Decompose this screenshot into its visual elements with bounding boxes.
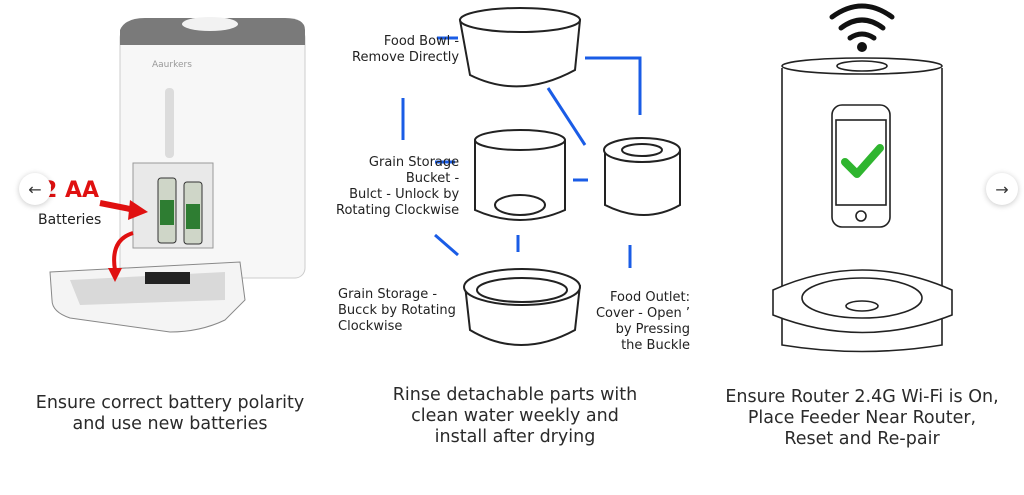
bowl-inner [801, 277, 923, 319]
label-line: Rotating Clockwise [336, 203, 460, 218]
label-line: Remove Directly [352, 50, 460, 65]
battery-2-label [186, 204, 200, 229]
tray-contacts [145, 272, 190, 284]
arrow-right-icon: → [995, 179, 1009, 199]
label-grain-bucket: Grain Storage Bucket - Bulct - Unlock by… [336, 155, 459, 219]
feeder-top-button [836, 60, 888, 72]
check-icon [841, 144, 884, 178]
label-line: Clockwise [338, 319, 403, 334]
battery-label: Batteries [38, 212, 102, 228]
caption-line: Ensure correct battery polarity [35, 393, 305, 413]
outlet-cover-hole [621, 143, 663, 157]
label-line: Grain Storage [368, 155, 460, 170]
label-line: Bulct - Unlock by [349, 187, 460, 202]
feeder-battery-illustration [49, 17, 306, 333]
label-line: Grain Storage - [338, 287, 438, 302]
battery-1-label [160, 200, 174, 225]
panel-wifi: Ensure Router 2.4G Wi-Fi is On, Place Fe… [700, 0, 1024, 495]
arrow-icon [585, 56, 642, 115]
label-line: Bucket - [405, 171, 460, 186]
flow-arrows [401, 36, 642, 268]
wifi-caption: Ensure Router 2.4G Wi-Fi is On, Place Fe… [700, 387, 1024, 450]
arrow-icon [434, 233, 459, 257]
label-line: Food Bowl - [383, 34, 460, 49]
arrow-left-icon: ← [28, 179, 42, 199]
down-arrowhead-icon [108, 268, 122, 282]
caption-line: Reset and Re-pair [784, 429, 940, 449]
caption-line: install after drying [434, 427, 596, 447]
caption-line: Place Feeder Near Router, [747, 408, 977, 428]
label-line: Bucck by Rotating [338, 303, 456, 318]
feeder-wifi-illustration [772, 3, 953, 353]
label-food-outlet: Food Outlet: Cover - Open ’ by Pressing … [592, 290, 690, 354]
down-arrow-icon [112, 231, 134, 271]
grain-bucket-bottom [494, 194, 546, 216]
label-line: by Pressing [615, 322, 690, 337]
label-food-bowl: Food Bowl - Remove Directly [352, 34, 459, 66]
panel-battery: Aaurkers 2 AA Batteries Ensure correct b… [0, 0, 340, 495]
battery-count-label: 2 AA [42, 178, 100, 203]
caption-line: Ensure Router 2.4G Wi-Fi is On, [725, 387, 999, 407]
arrow-icon [546, 87, 587, 146]
wifi-icon [829, 3, 895, 41]
parts-diagram [401, 7, 681, 346]
label-line: Food Outlet: [610, 290, 690, 305]
grain-storage-inner [476, 277, 568, 303]
caption-line: and use new batteries [72, 414, 268, 434]
brand-text: Aaurkers [152, 60, 192, 70]
callout-arrowhead-icon [128, 200, 148, 220]
carousel-next-button[interactable]: → [986, 173, 1018, 205]
caption-line: Rinse detachable parts with [392, 385, 638, 405]
food-bowl-rim [459, 7, 581, 33]
label-grain-storage: Grain Storage - Bucck by Rotating Clockw… [338, 287, 456, 335]
wifi-dot [857, 42, 867, 52]
label-line: the Buckle [621, 338, 690, 353]
lid-button [182, 17, 238, 31]
label-line: Cover - Open ’ [595, 306, 690, 321]
outlet-cover-part [604, 150, 681, 216]
bowl-center [845, 300, 879, 312]
grain-bucket-rim [474, 129, 566, 151]
caption-line: clean water weekly and [411, 406, 619, 426]
cleaning-caption: Rinse detachable parts with clean water … [330, 385, 700, 448]
carousel-prev-button[interactable]: ← [19, 173, 51, 205]
food-level-window [165, 88, 174, 158]
phone-home-button [855, 210, 867, 222]
battery-caption: Ensure correct battery polarity and use … [0, 393, 340, 435]
panel-cleaning: Food Bowl - Remove Directly Grain Storag… [330, 0, 700, 495]
feeder-lid [120, 18, 305, 45]
